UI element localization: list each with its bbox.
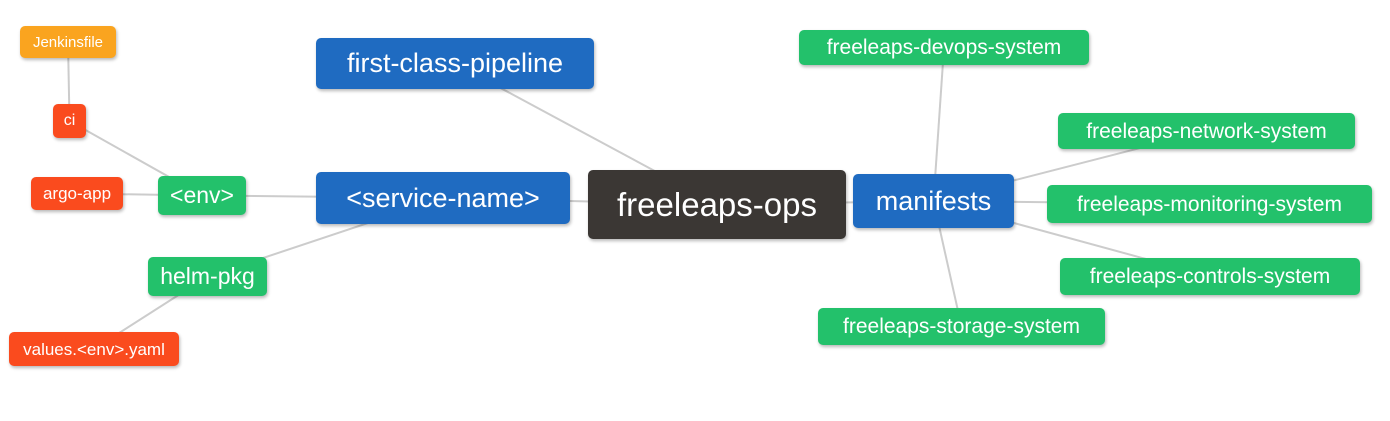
node-label: freeleaps-monitoring-system xyxy=(1077,192,1342,216)
node-label: freeleaps-controls-system xyxy=(1089,265,1331,288)
node-label: values.<env>.yaml xyxy=(23,339,165,359)
node-label: argo-app xyxy=(42,184,112,203)
node-label: manifests xyxy=(875,185,992,216)
node-label: freeleaps-devops-system xyxy=(826,36,1062,59)
node-freeleaps-ops[interactable]: freeleaps-ops xyxy=(588,170,846,239)
node-manifests[interactable]: manifests xyxy=(853,174,1014,228)
node-label: helm-pkg xyxy=(160,263,255,289)
node-label: freeleaps-network-system xyxy=(1086,119,1327,143)
node-ci[interactable]: ci xyxy=(53,104,86,138)
node-label: Jenkinsfile xyxy=(32,33,104,51)
node-argo-app[interactable]: argo-app xyxy=(31,177,123,210)
node-freeleaps-devops-system[interactable]: freeleaps-devops-system xyxy=(799,30,1089,65)
node-first-class-pipeline[interactable]: first-class-pipeline xyxy=(316,38,594,89)
node-values-env-yaml[interactable]: values.<env>.yaml xyxy=(9,332,179,366)
node-jenkinsfile[interactable]: Jenkinsfile xyxy=(20,26,116,58)
node-freeleaps-monitoring-system[interactable]: freeleaps-monitoring-system xyxy=(1047,185,1372,223)
node-label: <service-name> xyxy=(346,182,540,213)
node-label: freeleaps-storage-system xyxy=(843,315,1080,338)
node-label: freeleaps-ops xyxy=(617,186,817,223)
node-freeleaps-network-system[interactable]: freeleaps-network-system xyxy=(1058,113,1355,149)
node-env[interactable]: <env> xyxy=(158,176,246,215)
node-service-name[interactable]: <service-name> xyxy=(316,172,570,224)
node-freeleaps-storage-system[interactable]: freeleaps-storage-system xyxy=(818,308,1105,345)
node-label: first-class-pipeline xyxy=(346,48,564,78)
node-label: ci xyxy=(63,112,76,129)
node-freeleaps-controls-system[interactable]: freeleaps-controls-system xyxy=(1060,258,1360,295)
node-label: <env> xyxy=(170,182,234,208)
node-helm-pkg[interactable]: helm-pkg xyxy=(148,257,267,296)
